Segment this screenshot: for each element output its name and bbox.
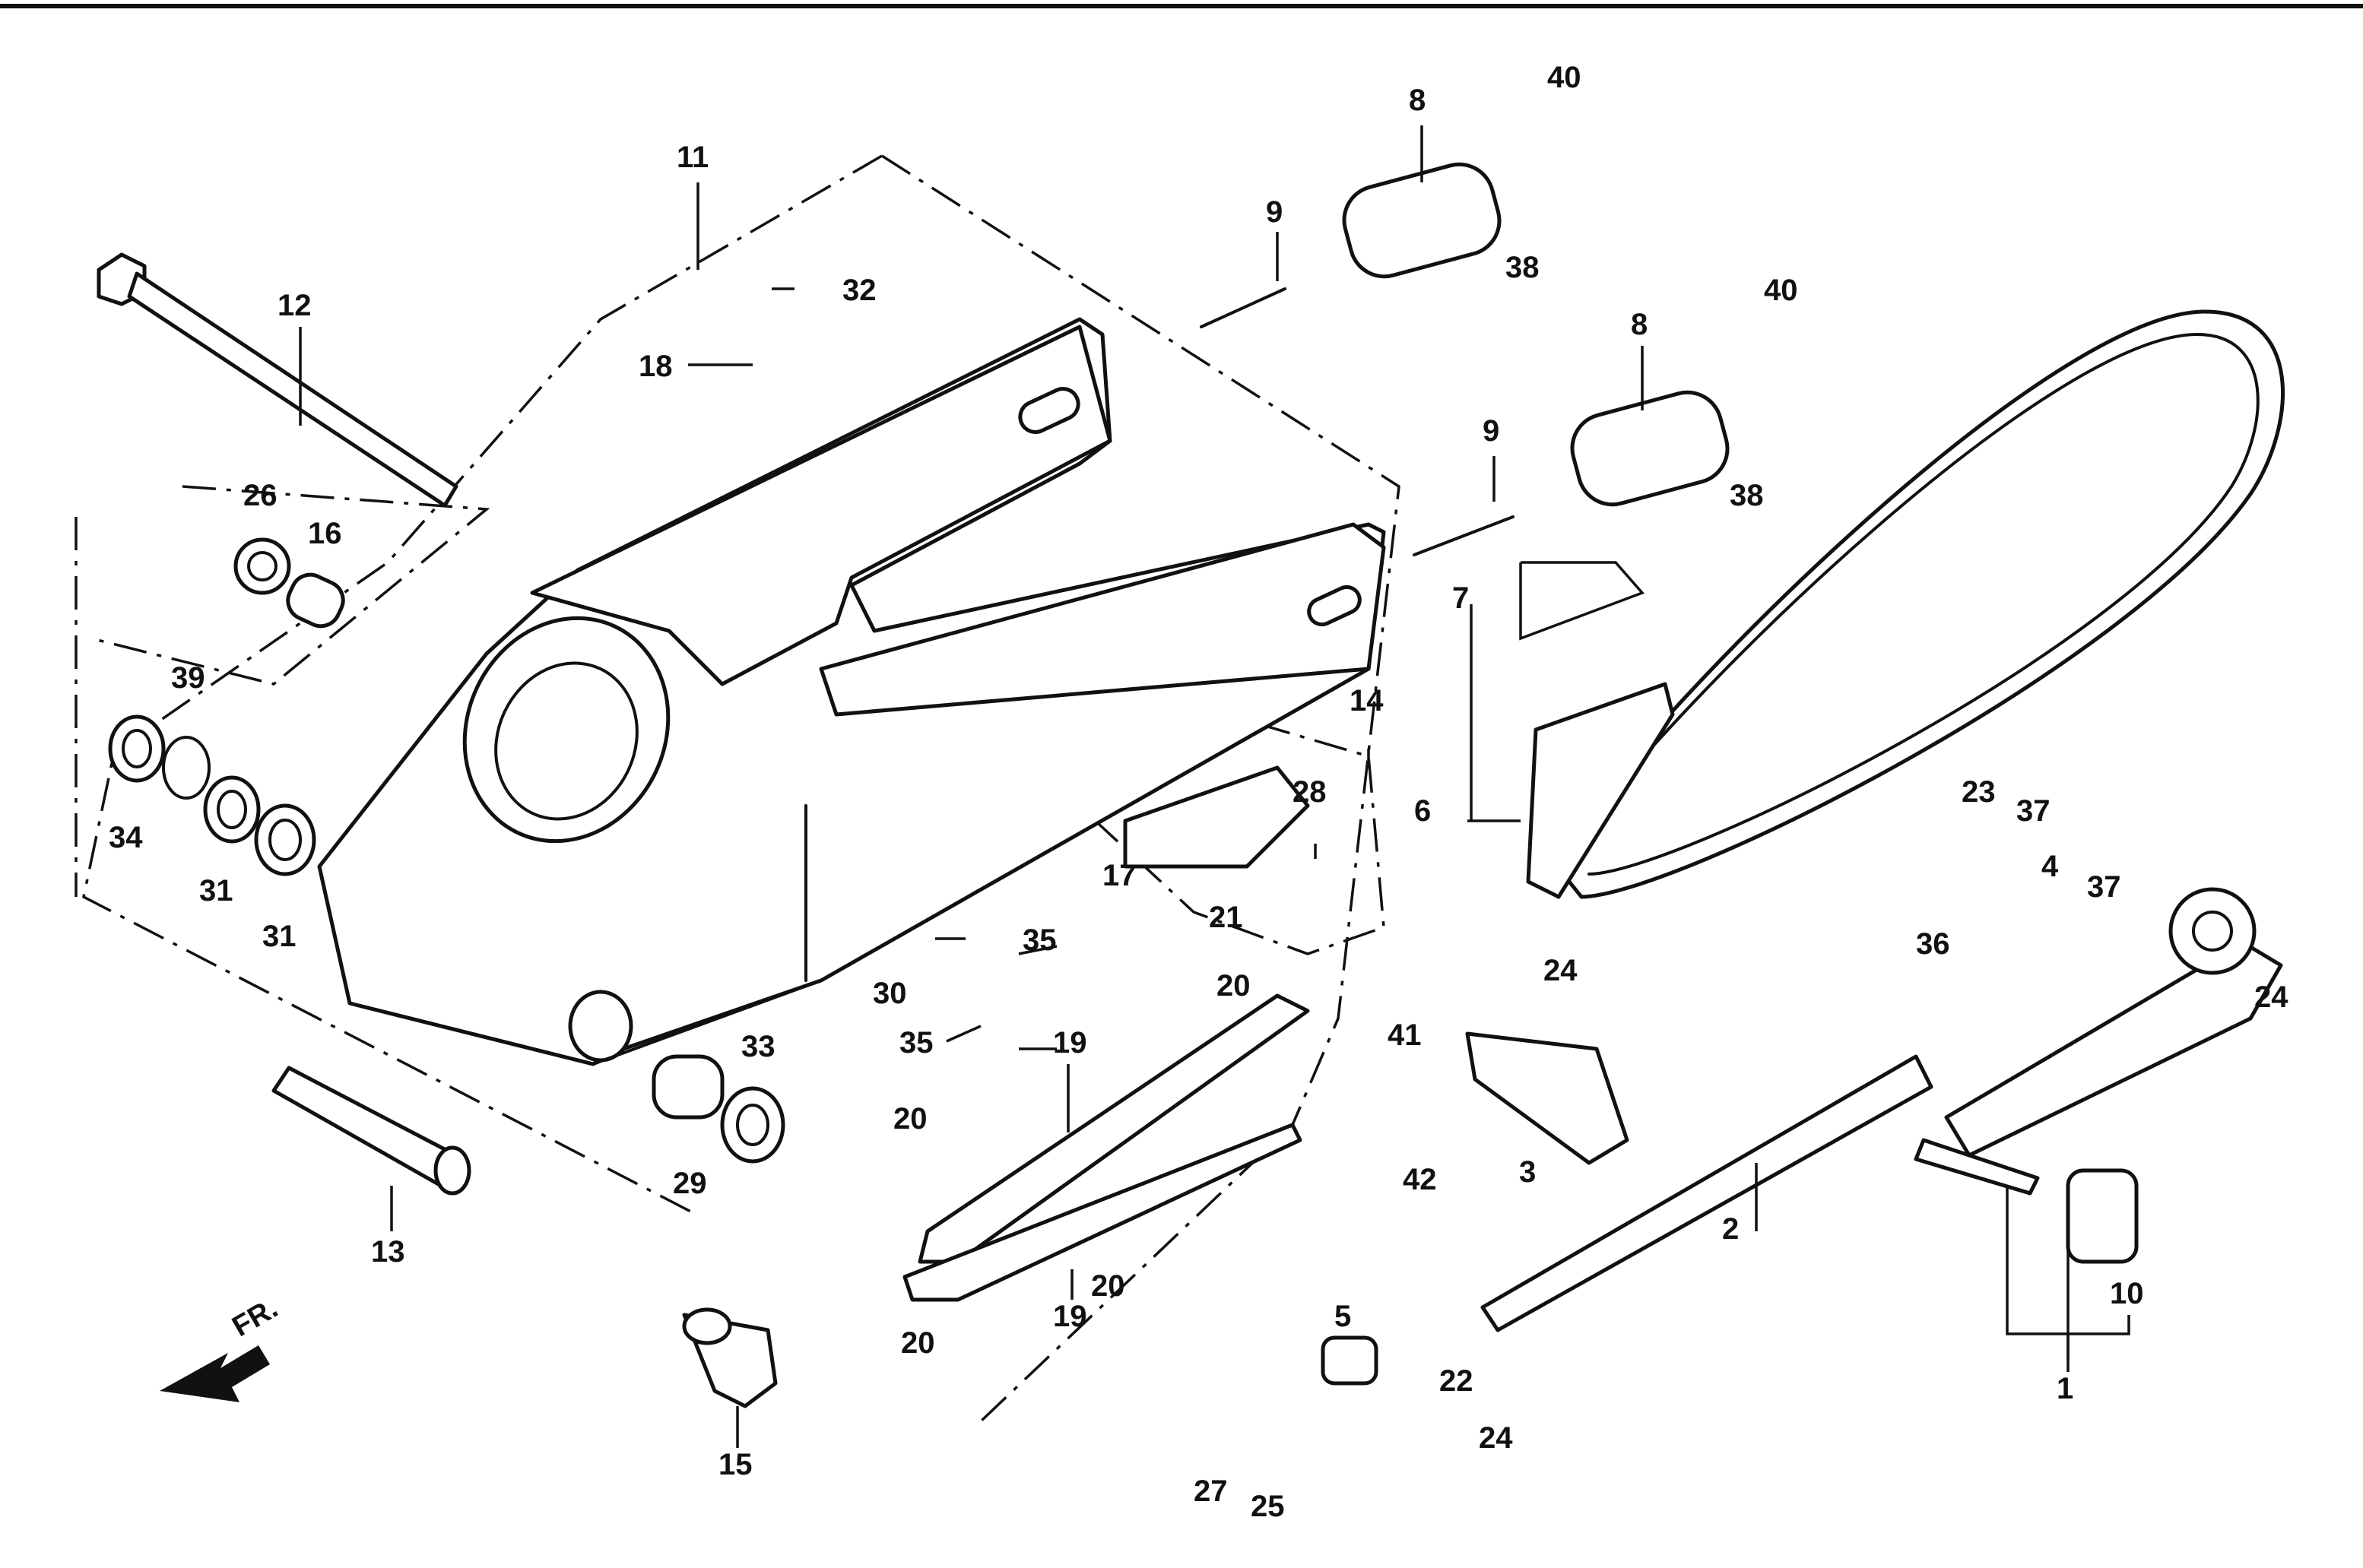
callout-28: 28	[1293, 775, 1327, 809]
callout-5: 5	[1334, 1300, 1351, 1333]
callout-15: 15	[718, 1448, 753, 1481]
callout-36: 36	[1916, 927, 1950, 961]
callout-35a: 35	[1023, 923, 1057, 957]
callout-11: 11	[677, 141, 709, 174]
drive-chain	[1526, 309, 2285, 899]
callout-8a: 8	[1409, 84, 1426, 117]
callout-24b: 24	[2254, 980, 2288, 1014]
callout-30: 30	[873, 977, 907, 1010]
callout-25: 25	[1251, 1490, 1285, 1523]
callout-40b: 40	[1764, 274, 1798, 307]
front-arrow-icon	[160, 1345, 270, 1402]
callout-19b: 19	[1053, 1300, 1087, 1333]
callout-6: 6	[1414, 794, 1431, 828]
callout-37b: 37	[2087, 870, 2121, 904]
callout-32: 32	[842, 274, 877, 307]
pivot-parts-left	[108, 537, 785, 1408]
callout-21: 21	[1209, 901, 1243, 934]
callout-20b: 20	[893, 1102, 928, 1136]
callout-14: 14	[1350, 684, 1384, 717]
callout-12: 12	[278, 289, 312, 322]
callout-8b: 8	[1631, 308, 1648, 341]
chain-slider	[902, 765, 1310, 1302]
callout-41: 41	[1388, 1018, 1422, 1052]
callout-22: 22	[1439, 1364, 1473, 1398]
callout-31b: 31	[262, 920, 297, 953]
leader-lines	[299, 125, 2130, 1448]
callout-24c: 24	[1479, 1421, 1513, 1455]
callout-2: 2	[1722, 1212, 1739, 1246]
callout-34: 34	[109, 821, 143, 854]
callout-16: 16	[308, 517, 342, 550]
callout-23: 23	[1962, 775, 1996, 809]
callout-3: 3	[1519, 1155, 1536, 1189]
callout-33: 33	[741, 1030, 776, 1063]
callout-17: 17	[1102, 859, 1137, 892]
callout-7: 7	[1452, 581, 1469, 615]
callout-9b: 9	[1483, 414, 1499, 448]
callout-10: 10	[2110, 1277, 2144, 1310]
callout-38a: 38	[1505, 251, 1540, 284]
callout-20d: 20	[901, 1326, 935, 1360]
callout-9a: 9	[1266, 195, 1283, 229]
pivot-bolt	[97, 252, 458, 508]
callout-29: 29	[673, 1167, 707, 1200]
front-marker: FR.	[227, 1292, 284, 1343]
callout-20c: 20	[1091, 1269, 1125, 1303]
callout-38b: 38	[1730, 479, 1764, 512]
callout-4: 4	[2041, 850, 2059, 883]
callout-20a: 20	[1216, 969, 1251, 1003]
callout-13: 13	[371, 1235, 405, 1269]
callout-18: 18	[639, 350, 673, 383]
callout-24a: 24	[1543, 954, 1578, 987]
chain-adjusters	[1200, 162, 1730, 556]
brake-pedal	[1321, 887, 2283, 1386]
callout-37a: 37	[2016, 794, 2051, 828]
callout-19a: 19	[1053, 1026, 1087, 1060]
callout-27: 27	[1194, 1475, 1228, 1508]
callout-39: 39	[171, 661, 205, 695]
callout-35b: 35	[899, 1026, 934, 1060]
swingarm	[317, 317, 1386, 1066]
callout-40a: 40	[1547, 61, 1581, 94]
callout-42: 42	[1403, 1163, 1437, 1196]
callout-1: 1	[2057, 1372, 2073, 1405]
callout-labels: 1 2 3 4 5 6 7 8 8 9 9 10 11 12 13 14 15 …	[109, 61, 2288, 1523]
callout-26: 26	[243, 479, 278, 512]
callout-31a: 31	[199, 874, 233, 908]
